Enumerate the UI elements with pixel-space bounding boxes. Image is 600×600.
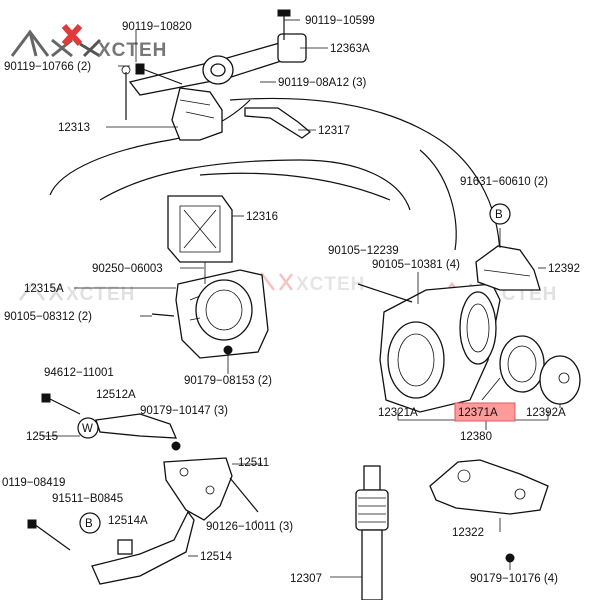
bracket-12317 bbox=[244, 107, 312, 139]
callout-circle-w: W bbox=[77, 417, 99, 439]
bracket-12322 bbox=[429, 459, 549, 563]
label-12515: 12515 bbox=[26, 431, 58, 443]
label-90105-12239: 90105−12239 bbox=[328, 245, 399, 257]
cushion-12371A bbox=[499, 335, 545, 393]
label-12313: 12313 bbox=[58, 122, 90, 134]
label-12511: 12511 bbox=[238, 457, 269, 469]
label-90179-10176: 90179−10176 (4) bbox=[470, 573, 558, 585]
bracket-12511 bbox=[163, 457, 259, 521]
callout-circle-b-bottom: B bbox=[79, 512, 101, 534]
callout-circle-b-top: B bbox=[489, 203, 511, 225]
watermark-logo-center: XCTEH bbox=[249, 271, 365, 295]
callout-b-bottom-text: B bbox=[85, 518, 93, 530]
label-0119-08419: 0119−08419 bbox=[2, 477, 65, 489]
label-12307: 12307 bbox=[290, 573, 322, 585]
label-12321A: 12321A bbox=[378, 407, 418, 419]
label-90119-10599: 90119−10599 bbox=[305, 15, 375, 27]
label-90126-10011: 90126−10011 (3) bbox=[206, 521, 293, 533]
label-12512A: 12512A bbox=[96, 389, 136, 401]
label-94612-11001: 94612−11001 bbox=[44, 367, 114, 379]
mount-12363A bbox=[128, 9, 307, 96]
housing-12321A bbox=[357, 272, 501, 413]
label-12392: 12392 bbox=[548, 263, 580, 275]
housing-12315A bbox=[151, 262, 269, 359]
label-90179-10147: 90179−10147 (3) bbox=[140, 405, 228, 417]
callout-b-top-text: B bbox=[495, 209, 503, 221]
label-12363A: 12363A bbox=[330, 43, 370, 55]
label-90119-10820: 90119−10820 bbox=[122, 21, 192, 33]
bracket-12512A bbox=[41, 393, 181, 451]
watermark-text-left: XCTEH bbox=[66, 284, 135, 305]
watermark-logo-top: XCTEH bbox=[10, 24, 167, 61]
label-91631-60610: 91631−60610 (2) bbox=[460, 176, 548, 188]
label-90105-08312: 90105−08312 (2) bbox=[4, 311, 92, 323]
cover-12392A bbox=[539, 355, 581, 405]
label-12371A: 12371A bbox=[458, 407, 498, 419]
label-12380: 12380 bbox=[460, 431, 492, 443]
label-12392A: 12392A bbox=[526, 407, 566, 419]
spacer-12316 bbox=[167, 195, 233, 263]
label-12322: 12322 bbox=[452, 527, 484, 539]
label-12316: 12316 bbox=[246, 211, 278, 223]
callout-w-text: W bbox=[82, 423, 93, 435]
label-91511-B0845: 91511−B0845 bbox=[52, 493, 123, 505]
watermark-text-center: XCTEH bbox=[296, 274, 365, 295]
bracket-12514 bbox=[27, 510, 195, 585]
cover-12392 bbox=[475, 228, 541, 291]
label-12514A: 12514A bbox=[108, 515, 148, 527]
label-90119-08A12: 90119−08A12 (3) bbox=[278, 77, 367, 89]
watermark-text-top: XCTEH bbox=[98, 40, 167, 61]
label-12514: 12514 bbox=[200, 551, 233, 563]
strut-12307 bbox=[355, 465, 389, 600]
highlight-box-12371A bbox=[454, 402, 516, 422]
label-12317: 12317 bbox=[318, 125, 350, 137]
engine-block-outline bbox=[49, 97, 501, 261]
label-90119-10766: 90119−10766 (2) bbox=[4, 61, 91, 73]
watermark-logo-left: XCTEH bbox=[19, 281, 135, 305]
bracket-12313 bbox=[121, 65, 223, 141]
label-90179-08153: 90179−08153 (2) bbox=[184, 375, 272, 387]
label-90105-10381: 90105−10381 (4) bbox=[372, 259, 460, 271]
label-90250-06003: 90250−06003 bbox=[92, 263, 163, 275]
label-12315A: 12315A bbox=[24, 283, 64, 295]
